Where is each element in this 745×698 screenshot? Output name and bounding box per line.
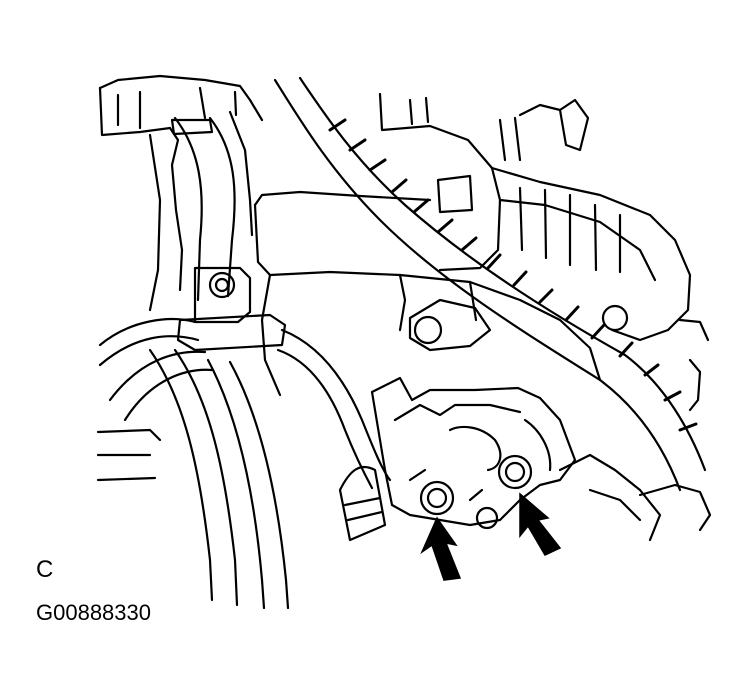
- bolt-arrow-right: [519, 492, 562, 556]
- lower-right-parts: [558, 318, 712, 542]
- figure-code: G00888330: [36, 600, 151, 625]
- long-hose: [273, 76, 707, 492]
- alternator-housing: [378, 92, 692, 342]
- lower-hose: [276, 328, 392, 542]
- engine-block-outline: [98, 74, 264, 312]
- upper-hose: [170, 116, 236, 302]
- bolt-arrow-left: [420, 516, 462, 581]
- manifold-casing: [253, 190, 602, 397]
- panel-letter: C: [36, 556, 54, 583]
- middle-bracket: [408, 298, 492, 352]
- left-pipes: [96, 318, 290, 610]
- mounting-bracket: [370, 376, 577, 530]
